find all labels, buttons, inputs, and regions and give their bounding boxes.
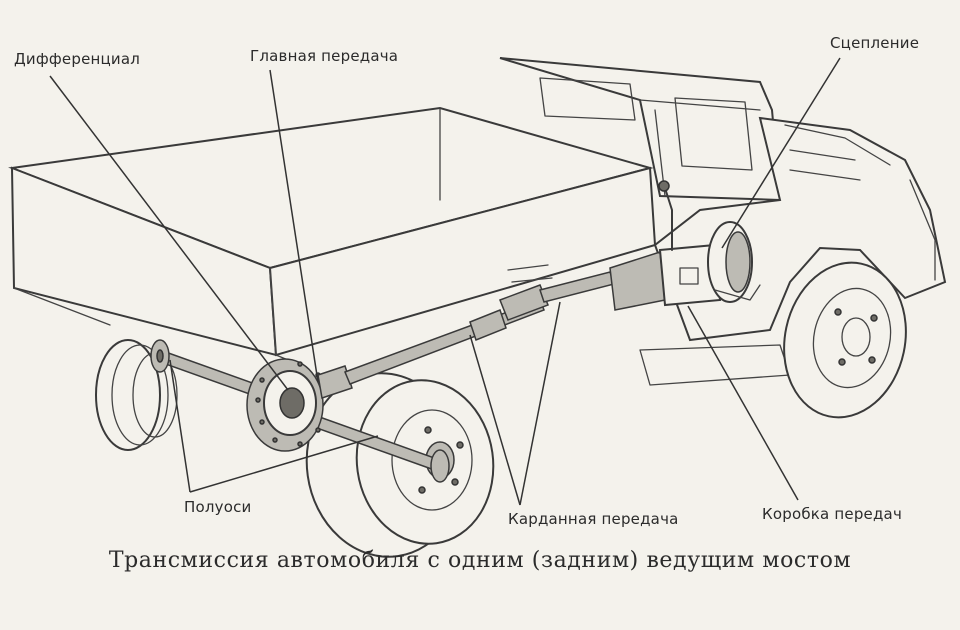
label-half-shafts: Полуоси <box>184 498 252 516</box>
front-wheel <box>783 261 907 419</box>
label-gearbox: Коробка передач <box>762 505 903 523</box>
diagram-caption: Трансмиссия автомобиля с одним (задним) … <box>108 548 852 573</box>
label-main-gear: Главная передача <box>250 47 399 65</box>
label-differential: Дифференциал <box>14 50 141 68</box>
cargo-bed <box>8 106 657 366</box>
cardan-shaft <box>344 264 615 385</box>
clutch-housing <box>707 221 761 303</box>
label-clutch: Сцепление <box>830 34 920 52</box>
gearbox <box>609 180 722 311</box>
differential-housing <box>246 358 353 452</box>
leader-lines <box>49 57 841 506</box>
label-cardan: Карданная передача <box>508 510 679 528</box>
